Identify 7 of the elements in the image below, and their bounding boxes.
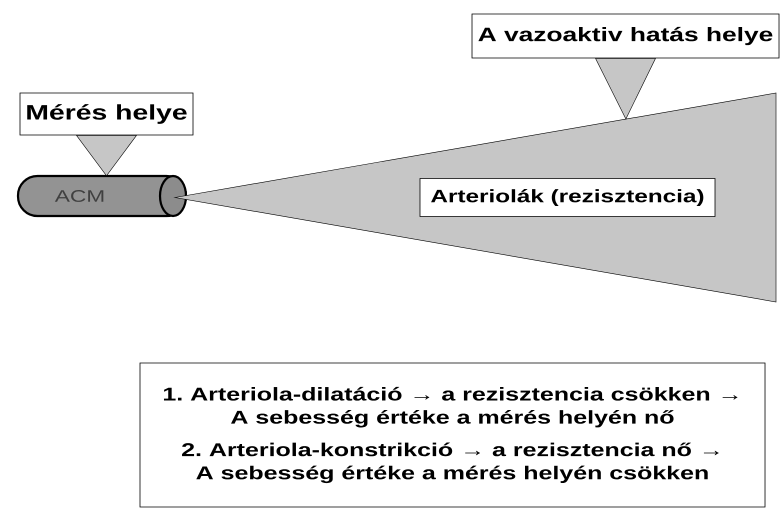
- cylinder: [16, 174, 188, 218]
- text-box: Arteriolák (rezisztencia): [420, 178, 716, 217]
- label-box: Mérés helye: [20, 92, 194, 136]
- cylinder-label: ACM: [54, 190, 104, 202]
- label-box: A vazoaktiv hatás helye: [472, 14, 780, 58]
- pointer-triangle: [595, 58, 656, 120]
- note-box: 1. Arteriola-dilatáció → a rezisztencia csökken → A sebesség értéke a mérés helyén nő 2. Arteriola-konstrikció → a rezisztencia nő → A sebesség értéke a mérés helyén csökken: [140, 362, 766, 508]
